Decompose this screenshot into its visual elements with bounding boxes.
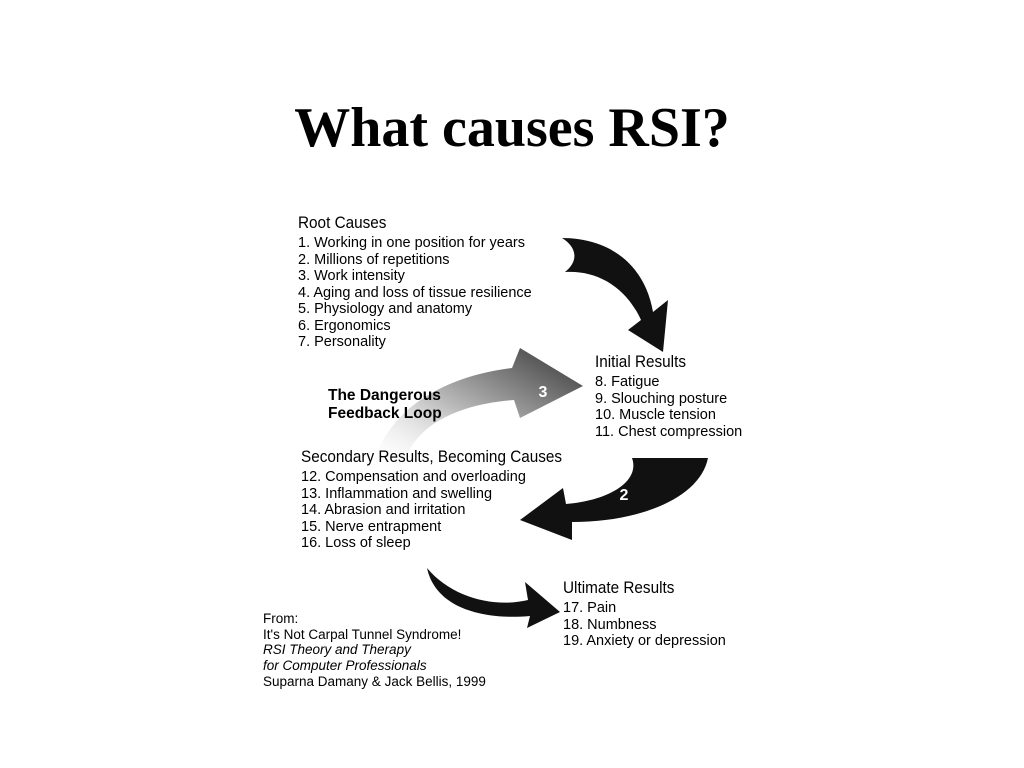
arrow-2 <box>520 458 708 540</box>
initial-results-heading: Initial Results <box>595 352 686 371</box>
list-item: 11. Chest compression <box>595 423 743 440</box>
root-causes-block: Root Causes 1. Working in one position f… <box>298 213 532 351</box>
list-item: 12. Compensation and overloading <box>301 469 526 485</box>
list-item: 6. Ergonomics <box>298 317 391 334</box>
ultimate-results-heading: Ultimate Results <box>563 578 675 597</box>
citation-line: for Computer Professionals <box>263 658 427 674</box>
arrow-4 <box>427 568 560 628</box>
list-item: 19. Anxiety or depression <box>563 633 726 649</box>
list-item: 7. Personality <box>298 334 386 350</box>
list-item: 5. Physiology and anatomy <box>298 301 473 317</box>
root-causes-heading: Root Causes <box>298 213 387 232</box>
citation-line: RSI Theory and Therapy <box>263 642 411 658</box>
list-item: 10. Muscle tension <box>595 407 716 423</box>
feedback-loop-label: The Dangerous Feedback Loop <box>328 387 442 423</box>
feedback-loop-label-line: Feedback Loop <box>328 405 442 422</box>
arrow-2-label: 2 <box>620 487 629 504</box>
list-item: 16. Loss of sleep <box>301 535 411 551</box>
secondary-results-block: Secondary Results, Becoming Causes 12. C… <box>301 447 591 552</box>
list-item: 18. Numbness <box>563 616 657 633</box>
citation-line: Suparna Damany & Jack Bellis, 1999 <box>263 673 486 689</box>
feedback-loop-label-line: The Dangerous <box>328 387 441 404</box>
list-item: 17. Pain <box>563 600 617 616</box>
list-item: 8. Fatigue <box>595 374 660 390</box>
arrow-4-label: 4 <box>459 576 468 593</box>
list-item: 3. Work intensity <box>298 268 405 284</box>
list-item: 14. Abrasion and irritation <box>301 502 466 518</box>
slide-title: What causes RSI? <box>294 97 730 159</box>
initial-results-block: Initial Results 8. Fatigue 9. Slouching … <box>595 352 742 440</box>
arrow-3-label: 3 <box>539 384 548 401</box>
citation-line: From: <box>263 611 299 626</box>
secondary-results-heading: Secondary Results, Becoming Causes <box>301 447 563 466</box>
source-citation: From: It's Not Carpal Tunnel Syndrome! R… <box>263 611 486 690</box>
list-item: 15. Nerve entrapment <box>301 518 442 535</box>
ultimate-results-block: Ultimate Results 17. Pain 18. Numbness 1… <box>563 578 726 650</box>
list-item: 4. Aging and loss of tissue resilience <box>298 284 532 301</box>
list-item: 9. Slouching posture <box>595 390 728 407</box>
list-item: 1. Working in one position for years <box>298 235 526 251</box>
list-item: 13. Inflammation and swelling <box>301 485 493 502</box>
citation-line: It's Not Carpal Tunnel Syndrome! <box>263 626 462 642</box>
feedback-arrow-3 <box>372 348 583 470</box>
arrow-root-to-initial <box>562 238 668 352</box>
list-item: 2. Millions of repetitions <box>298 251 450 268</box>
